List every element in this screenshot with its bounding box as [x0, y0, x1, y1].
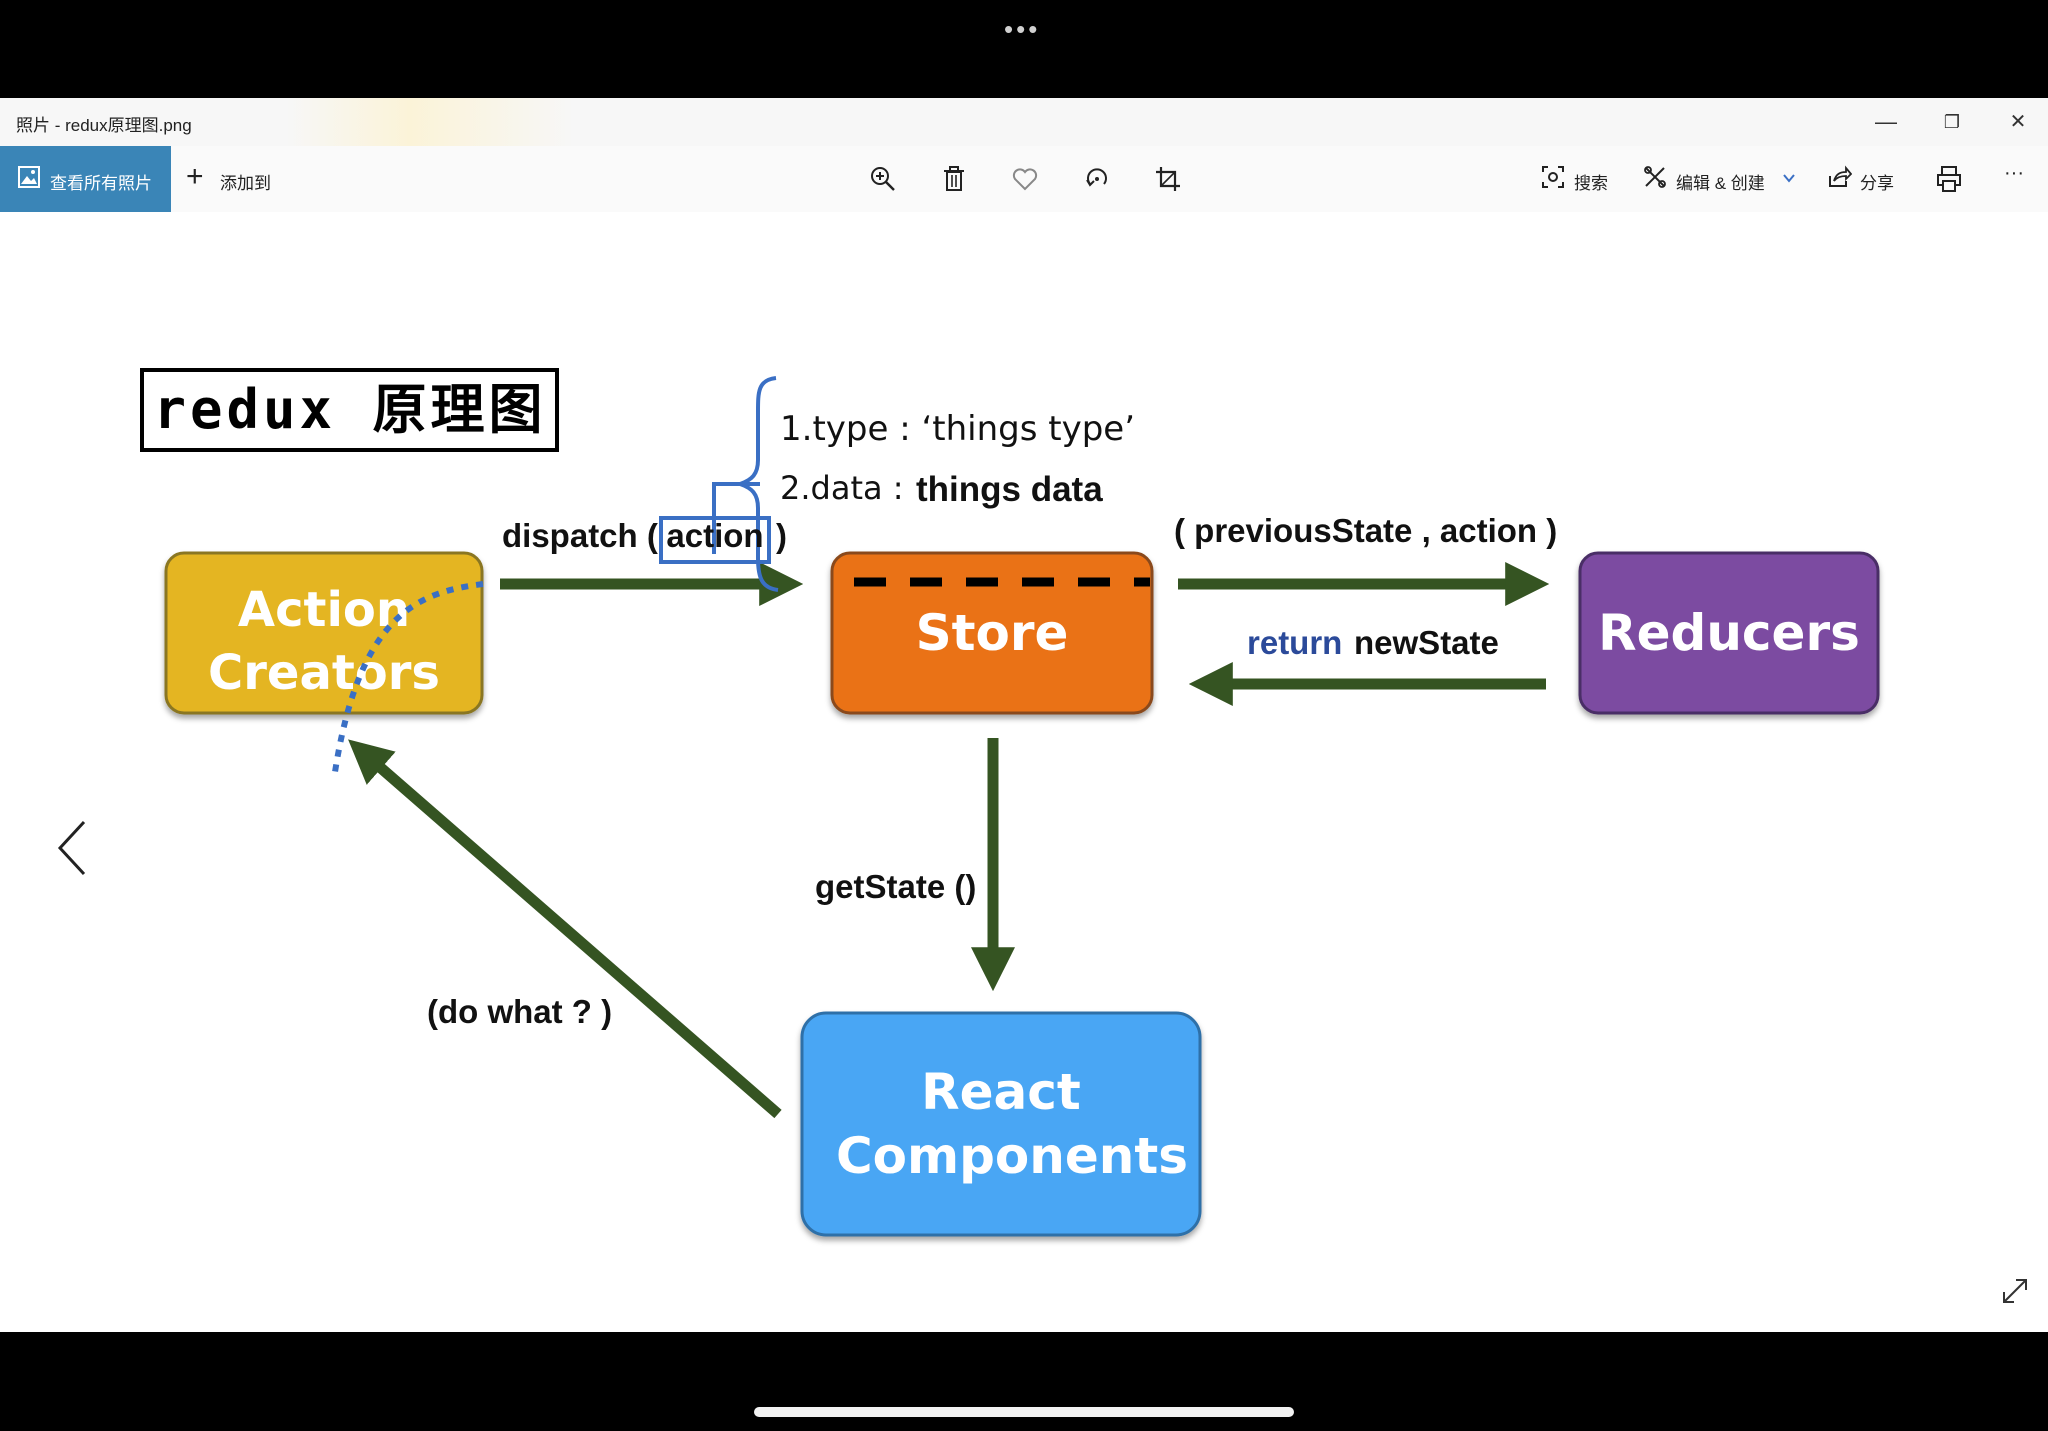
dispatch-action-label: action	[666, 517, 763, 554]
fullscreen-icon[interactable]	[2000, 1276, 2030, 1306]
react-components-node	[800, 1011, 1202, 1237]
return-value-label: newState	[1354, 624, 1499, 661]
action-highlight-box	[659, 516, 771, 564]
minimize-button[interactable]: —	[1875, 109, 1897, 134]
action-creators-label-line2: Creators	[208, 645, 440, 701]
crop-icon[interactable]	[1153, 164, 1183, 194]
get-state-label: getState ()	[815, 868, 976, 905]
reducer-args-label: ( previousState , action )	[1174, 512, 1557, 549]
store-label: Store	[916, 604, 1069, 662]
restore-button[interactable]: ❐	[1943, 112, 1961, 132]
share-icon	[1829, 165, 1852, 187]
status-area: •••	[0, 0, 2048, 98]
action-data-key-label: 2.data :	[780, 469, 904, 507]
store-node	[830, 551, 1154, 715]
close-button[interactable]: ✕	[2009, 111, 2027, 133]
toolbar: 查看所有照片 + 添加到	[0, 146, 2048, 212]
dispatch-close-paren: )	[776, 517, 787, 554]
title-bar: 照片 - redux原理图.png — ❐ ✕	[0, 98, 2048, 146]
edit-label: 编辑 & 创建	[1676, 174, 1765, 193]
print-icon[interactable]	[1934, 164, 1964, 194]
plus-icon: +	[186, 160, 204, 193]
action-creators-node	[164, 551, 484, 715]
redux-diagram: redux 原理图 Action Creators Store Reducers…	[140, 368, 1880, 1237]
zoom-in-icon[interactable]	[868, 164, 898, 194]
chevron-down-icon	[1783, 174, 1795, 183]
view-all-photos-button[interactable]: 查看所有照片	[0, 146, 171, 212]
reducers-node	[1578, 551, 1880, 715]
view-all-label: 查看所有照片	[50, 174, 152, 193]
diagram-title: redux 原理图	[153, 378, 546, 441]
share-button[interactable]: 分享	[1826, 164, 1906, 194]
action-creators-label-line1: Action	[238, 582, 410, 638]
favorite-icon[interactable]	[1010, 164, 1040, 194]
return-keyword-label: return	[1247, 624, 1342, 661]
do-what-label: (do what ? )	[427, 993, 612, 1030]
home-indicator[interactable]	[754, 1407, 1294, 1417]
react-components-label-line2: Components	[836, 1127, 1188, 1185]
edit-icon	[1644, 166, 1666, 188]
visual-search-icon	[1542, 166, 1564, 188]
react-components-label-line1: React	[921, 1063, 1081, 1121]
share-label: 分享	[1860, 174, 1894, 193]
photo-canvas: redux 原理图 Action Creators Store Reducers…	[0, 212, 2048, 1332]
search-label: 搜索	[1574, 174, 1608, 193]
more-options-button[interactable]: ···	[2004, 162, 2024, 184]
edit-create-button[interactable]: 编辑 & 创建	[1642, 164, 1797, 194]
photos-app-window: 照片 - redux原理图.png — ❐ ✕ 查看所有照片 + 添加到	[0, 98, 2048, 1332]
previous-image-button[interactable]	[50, 818, 94, 878]
delete-icon[interactable]	[939, 164, 969, 194]
action-type-label: 1.type : ‘things type’	[780, 409, 1135, 449]
rotate-icon[interactable]	[1082, 164, 1112, 194]
diagram-title-box	[140, 368, 559, 452]
action-brace	[733, 376, 779, 592]
search-button[interactable]: 搜索	[1540, 164, 1620, 194]
dispatch-label: dispatch (	[502, 517, 658, 554]
action-data-value-label: things data	[916, 470, 1103, 509]
add-to-label: 添加到	[220, 174, 271, 193]
window-title: 照片 - redux原理图.png	[16, 116, 192, 135]
multitasking-dots[interactable]: •••	[1004, 14, 1041, 44]
photos-icon	[18, 166, 40, 188]
do-what-arrow	[348, 739, 782, 1119]
reducers-label: Reducers	[1598, 604, 1860, 662]
